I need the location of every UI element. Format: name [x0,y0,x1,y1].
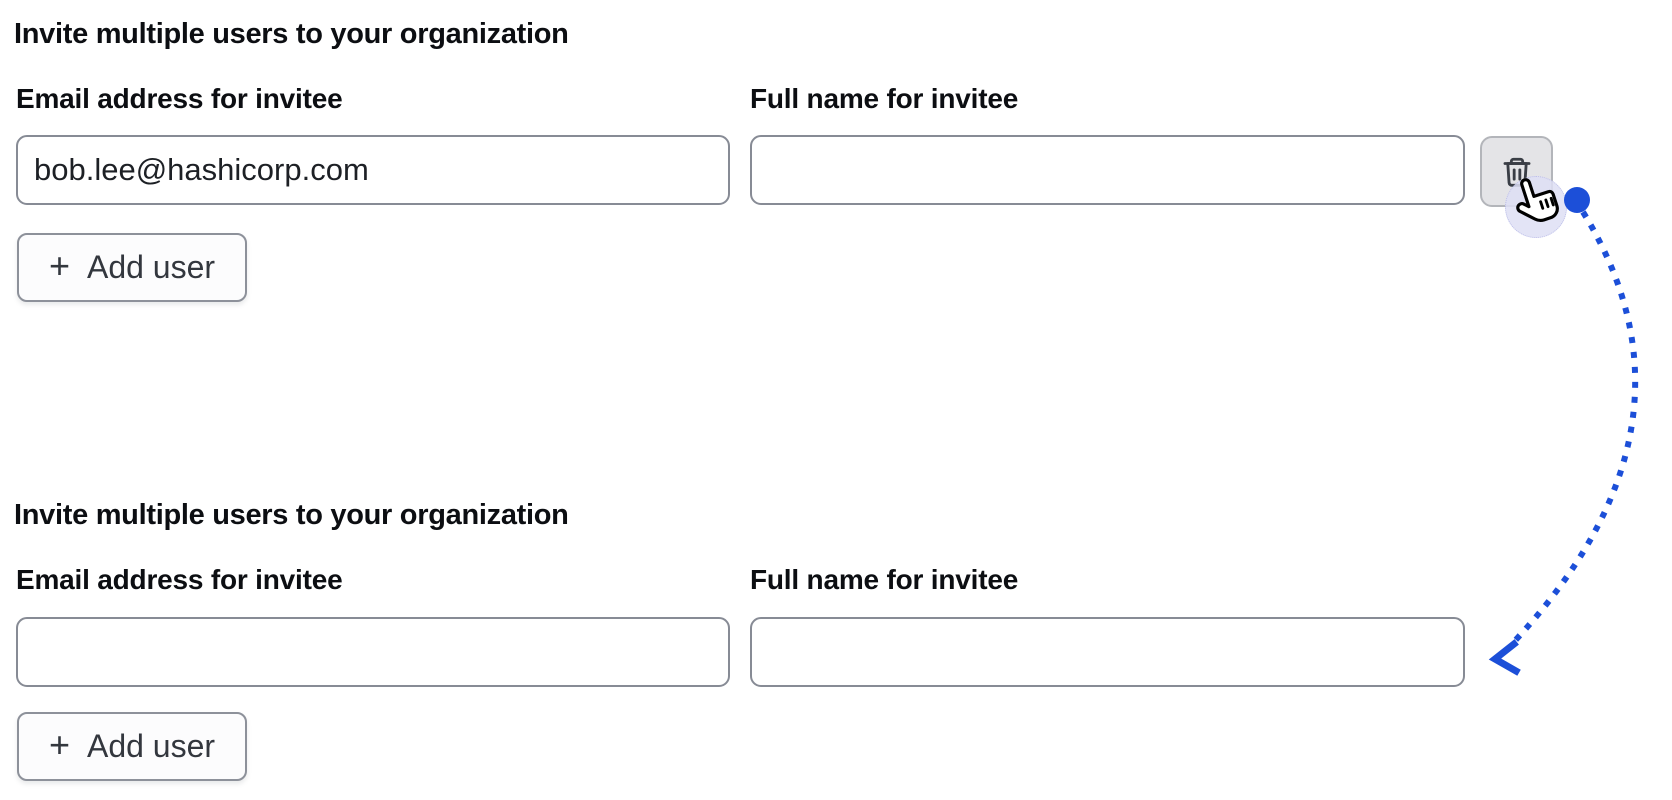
arrowhead [1488,639,1521,676]
section2-heading: Invite multiple users to your organizati… [14,499,569,531]
plus-icon: + [48,724,70,765]
section2-email-input[interactable] [16,617,730,687]
section1-heading: Invite multiple users to your organizati… [14,18,569,50]
section2-fullname-label: Full name for invitee [750,564,1019,595]
plus-icon: + [48,245,70,286]
add-user-label: Add user [86,249,216,285]
add-user-button[interactable]: + Add user [17,233,247,302]
arrow-start-dot [1564,187,1590,213]
click-halo [1505,176,1567,238]
add-user-button-2[interactable]: + Add user [17,712,247,781]
section1-fullname-label: Full name for invitee [750,83,1019,114]
add-user-label: Add user [86,728,216,764]
section2-email-label: Email address for invitee [16,564,343,595]
section1-email-label: Email address for invitee [16,83,343,114]
section2-fullname-input[interactable] [750,617,1465,687]
section1-fullname-input[interactable] [750,135,1465,205]
section1-email-input[interactable] [16,135,730,205]
